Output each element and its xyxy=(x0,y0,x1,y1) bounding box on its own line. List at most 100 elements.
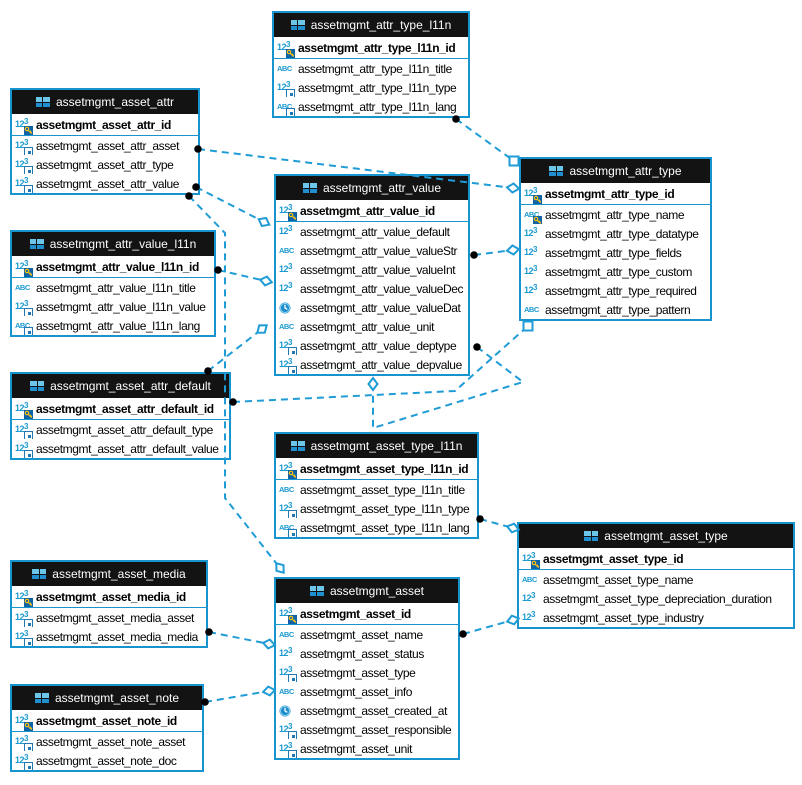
relation-line[interactable] xyxy=(208,631,270,645)
column-row[interactable]: 123 assetmgmt_attr_value_l11n_id xyxy=(12,256,214,277)
relation-assetmgmt_asset_media-to-assetmgmt_asset[interactable] xyxy=(205,628,277,650)
column-row[interactable]: ABC assetmgmt_attr_type_pattern xyxy=(521,300,710,319)
column-row[interactable]: 123 assetmgmt_attr_value_l11n_value xyxy=(12,297,214,316)
column-row[interactable]: 123 assetmgmt_asset_media_asset xyxy=(12,608,206,627)
column-row[interactable]: 123 assetmgmt_asset_type_l11n_type xyxy=(276,499,477,518)
table-header[interactable]: assetmgmt_asset_type xyxy=(519,524,793,548)
column-row[interactable]: 123 assetmgmt_attr_type_required xyxy=(521,281,710,300)
column-row[interactable]: ABC assetmgmt_asset_type_l11n_title xyxy=(276,480,477,499)
table-assetmgmt_attr_type_l11n[interactable]: assetmgmt_attr_type_l11n 123 assetmgmt_a… xyxy=(272,11,470,118)
relation-line[interactable] xyxy=(204,690,270,703)
column-row[interactable]: ABC assetmgmt_asset_name xyxy=(276,625,458,644)
foreign-key-overlay-icon xyxy=(24,638,33,646)
column-row[interactable]: ABC assetmgmt_attr_type_name xyxy=(521,205,710,224)
table-header[interactable]: assetmgmt_asset_attr_default xyxy=(12,374,229,398)
column-row[interactable]: 123 assetmgmt_attr_type_fields xyxy=(521,243,710,262)
table-assetmgmt_asset_type_l11n[interactable]: assetmgmt_asset_type_l11n 123 assetmgmt_… xyxy=(274,432,479,539)
column-row[interactable]: ABC assetmgmt_asset_type_l11n_lang xyxy=(276,518,477,537)
column-row[interactable]: 123 assetmgmt_attr_value_depvalue xyxy=(276,355,468,374)
table-header[interactable]: assetmgmt_attr_type_l11n xyxy=(274,13,468,37)
column-row[interactable]: 123 assetmgmt_asset_unit xyxy=(276,739,458,758)
column-row[interactable]: ABC assetmgmt_attr_value_unit xyxy=(276,317,468,336)
column-row[interactable]: 123 assetmgmt_attr_type_id xyxy=(521,183,710,204)
column-row[interactable]: 123 assetmgmt_attr_value_deptype xyxy=(276,336,468,355)
table-header[interactable]: assetmgmt_attr_value xyxy=(276,176,468,200)
table-header[interactable]: assetmgmt_attr_value_l11n xyxy=(12,232,214,256)
column-row[interactable]: ABC assetmgmt_attr_type_l11n_lang xyxy=(274,97,468,116)
numeric-icon: 123 xyxy=(15,176,33,193)
table-assetmgmt_attr_type[interactable]: assetmgmt_attr_type 123 assetmgmt_attr_t… xyxy=(519,157,712,321)
column-row[interactable]: ABC assetmgmt_asset_info xyxy=(276,682,458,701)
column-label: assetmgmt_asset_attr_default_id xyxy=(36,401,214,416)
table-assetmgmt_asset_note[interactable]: assetmgmt_asset_note 123 assetmgmt_asset… xyxy=(10,684,204,772)
relation-assetmgmt_asset_type_l11n-to-assetmgmt_asset_type[interactable] xyxy=(476,515,521,534)
column-row[interactable]: 123 assetmgmt_attr_value_valueDec xyxy=(276,279,468,298)
column-row[interactable]: 123 assetmgmt_asset_note_id xyxy=(12,710,202,731)
column-row[interactable]: ABC assetmgmt_attr_value_l11n_title xyxy=(12,278,214,297)
foreign-key-overlay-icon xyxy=(288,731,297,739)
column-row[interactable]: assetmgmt_asset_created_at xyxy=(276,701,458,720)
table-header[interactable]: assetmgmt_asset_type_l11n xyxy=(276,434,477,458)
column-row[interactable]: ABC assetmgmt_attr_value_valueStr xyxy=(276,241,468,260)
column-row[interactable]: 123 assetmgmt_asset_id xyxy=(276,603,458,624)
table-header[interactable]: assetmgmt_asset_note xyxy=(12,686,202,710)
column-row[interactable]: 123 assetmgmt_attr_value_id xyxy=(276,200,468,221)
column-row[interactable]: 123 assetmgmt_asset_type_id xyxy=(519,548,793,569)
relation-assetmgmt_asset_attr-to-assetmgmt_attr_value[interactable] xyxy=(192,183,271,228)
column-row[interactable]: 123 assetmgmt_asset_note_asset xyxy=(12,732,202,751)
column-row[interactable]: 123 assetmgmt_asset_responsible xyxy=(276,720,458,739)
column-row[interactable]: 123 assetmgmt_asset_attr_value xyxy=(12,174,198,193)
relation-line[interactable] xyxy=(455,118,515,162)
relation-line[interactable] xyxy=(207,328,263,372)
table-header[interactable]: assetmgmt_asset xyxy=(276,579,458,603)
table-assetmgmt_attr_value_l11n[interactable]: assetmgmt_attr_value_l11n 123 assetmgmt_… xyxy=(10,230,216,337)
table-assetmgmt_asset_attr_default[interactable]: assetmgmt_asset_attr_default 123 assetmg… xyxy=(10,372,231,460)
column-row[interactable]: 123 assetmgmt_asset_attr_default_value xyxy=(12,439,229,458)
relation-line[interactable] xyxy=(217,269,267,282)
table-assetmgmt_asset_type[interactable]: assetmgmt_asset_type 123 assetmgmt_asset… xyxy=(517,522,795,629)
column-row[interactable]: 123 assetmgmt_asset_type_industry xyxy=(519,608,793,627)
column-row[interactable]: ABC assetmgmt_asset_type_name xyxy=(519,570,793,589)
column-row[interactable]: 123 assetmgmt_asset_status xyxy=(276,644,458,663)
column-row[interactable]: 123 assetmgmt_attr_type_datatype xyxy=(521,224,710,243)
relation-assetmgmt_attr_value_l11n-to-assetmgmt_attr_value[interactable] xyxy=(214,266,274,287)
relation-line[interactable] xyxy=(195,186,265,223)
relation-assetmgmt_attr_value-to-assetmgmt_attr_type[interactable] xyxy=(470,244,521,259)
table-header[interactable]: assetmgmt_attr_type xyxy=(521,159,710,183)
column-row[interactable]: 123 assetmgmt_attr_type_l11n_id xyxy=(274,37,468,58)
column-row[interactable]: 123 assetmgmt_attr_value_default xyxy=(276,222,468,241)
column-row[interactable]: assetmgmt_attr_value_valueDat xyxy=(276,298,468,317)
column-row[interactable]: ABC assetmgmt_attr_type_l11n_title xyxy=(274,59,468,78)
column-row[interactable]: 123 assetmgmt_asset_type xyxy=(276,663,458,682)
column-row[interactable]: 123 assetmgmt_asset_attr_default_id xyxy=(12,398,229,419)
column-row[interactable]: 123 assetmgmt_asset_type_l11n_id xyxy=(276,458,477,479)
relation-assetmgmt_asset_note-to-assetmgmt_asset[interactable] xyxy=(201,685,277,706)
column-row[interactable]: ABC assetmgmt_attr_value_l11n_lang xyxy=(12,316,214,335)
column-row[interactable]: 123 assetmgmt_asset_attr_type xyxy=(12,155,198,174)
column-row[interactable]: 123 assetmgmt_asset_media_id xyxy=(12,586,206,607)
column-row[interactable]: 123 assetmgmt_asset_note_doc xyxy=(12,751,202,770)
relation-line[interactable] xyxy=(462,619,514,635)
text-icon: ABC xyxy=(279,686,294,696)
table-assetmgmt_asset[interactable]: assetmgmt_asset 123 assetmgmt_asset_id A… xyxy=(274,577,460,760)
column-row[interactable]: 123 assetmgmt_attr_type_custom xyxy=(521,262,710,281)
column-row[interactable]: 123 assetmgmt_asset_attr_default_type xyxy=(12,420,229,439)
column-label: assetmgmt_attr_type_fields xyxy=(545,245,682,260)
column-row[interactable]: 123 assetmgmt_asset_media_media xyxy=(12,627,206,646)
column-row[interactable]: 123 assetmgmt_attr_type_l11n_type xyxy=(274,78,468,97)
table-header[interactable]: assetmgmt_asset_media xyxy=(12,562,206,586)
column-row[interactable]: 123 assetmgmt_asset_attr_asset xyxy=(12,136,198,155)
column-row[interactable]: 123 assetmgmt_attr_value_valueInt xyxy=(276,260,468,279)
column-row[interactable]: 123 assetmgmt_asset_attr_id xyxy=(12,114,198,135)
table-assetmgmt_attr_value[interactable]: assetmgmt_attr_value 123 assetmgmt_attr_… xyxy=(274,174,470,376)
table-assetmgmt_asset_media[interactable]: assetmgmt_asset_media 123 assetmgmt_asse… xyxy=(10,560,208,648)
table-header[interactable]: assetmgmt_asset_attr xyxy=(12,90,198,114)
column-label: assetmgmt_asset_type_l11n_title xyxy=(300,482,465,497)
relation-line[interactable] xyxy=(473,249,514,256)
table-assetmgmt_asset_attr[interactable]: assetmgmt_asset_attr 123 assetmgmt_asset… xyxy=(10,88,200,195)
column-row[interactable]: 123 assetmgmt_asset_type_depreciation_du… xyxy=(519,589,793,608)
text-icon: ABC xyxy=(277,99,295,116)
relation-line[interactable] xyxy=(479,518,514,529)
relation-assetmgmt_attr_type_l11n-to-assetmgmt_attr_type[interactable] xyxy=(452,115,520,167)
relation-assetmgmt_asset-to-assetmgmt_asset_type[interactable] xyxy=(459,614,521,638)
